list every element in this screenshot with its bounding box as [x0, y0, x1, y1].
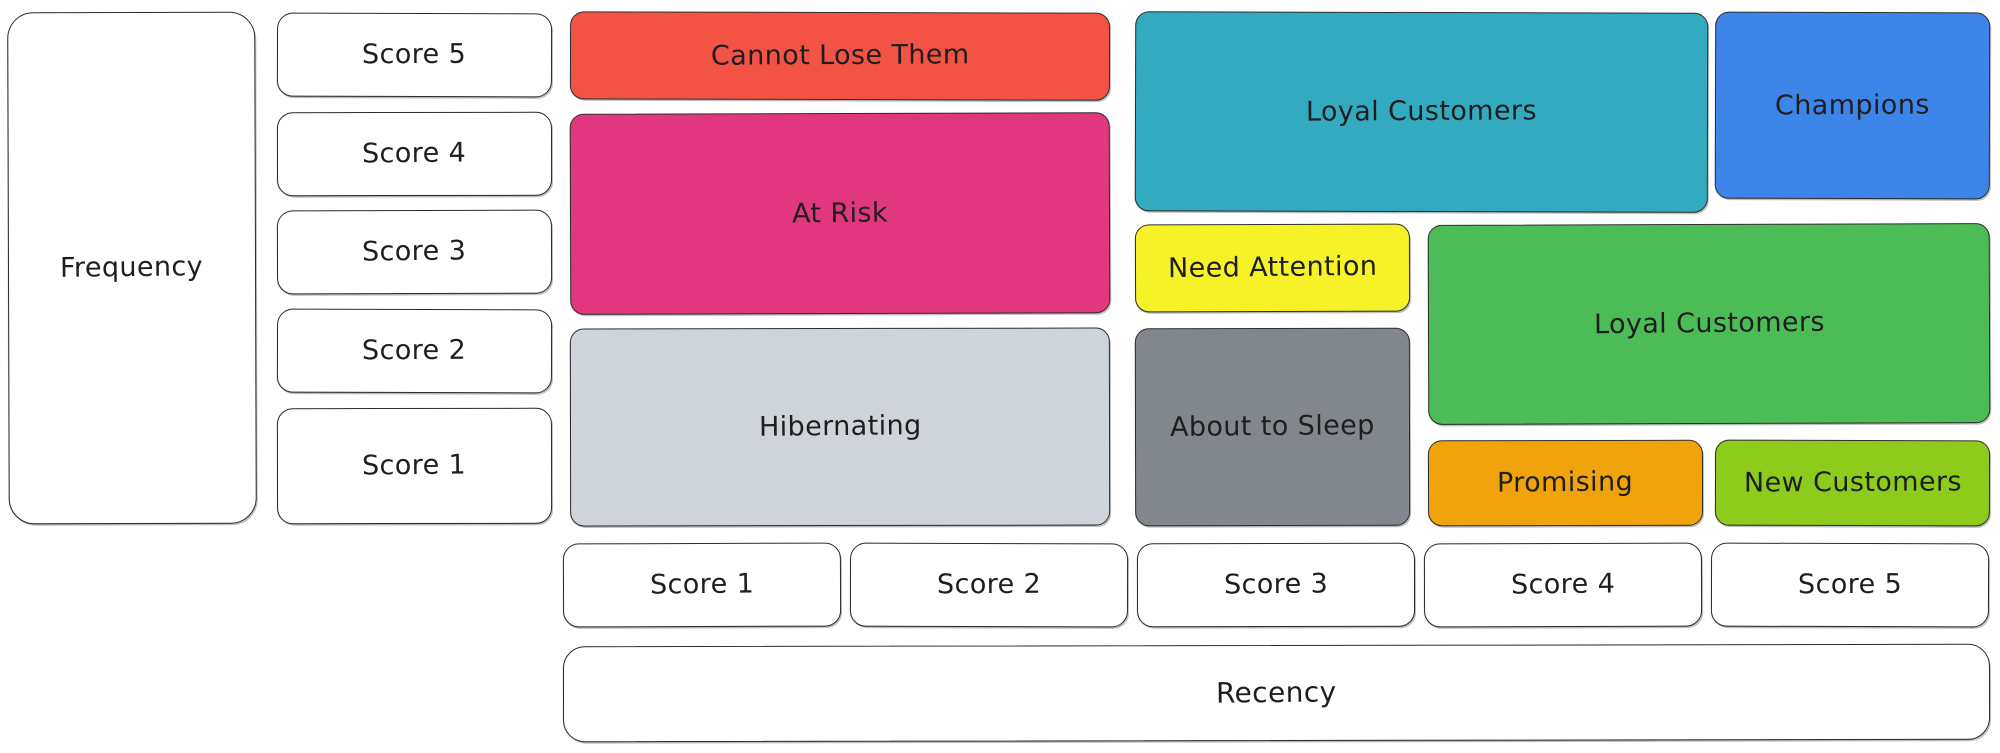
segment-loyal-customers-teal[interactable]: Loyal Customers: [1134, 11, 1709, 213]
segment-loyal-customers-green[interactable]: Loyal Customers: [1427, 223, 1991, 425]
y-score-cell-2: Score 2: [276, 308, 553, 394]
y-score-cell-3: Score 3: [276, 209, 553, 295]
y-score-cell-4: Score 4: [276, 111, 553, 197]
y-score-cell-1: Score 1: [276, 407, 553, 525]
segment-need-attention[interactable]: Need Attention: [1134, 223, 1411, 313]
segment-hibernating[interactable]: Hibernating: [569, 327, 1111, 527]
x-score-cell-5: Score 5: [1710, 542, 1990, 628]
y-axis-frequency-label: Frequency: [7, 11, 257, 525]
segment-about-to-sleep[interactable]: About to Sleep: [1134, 327, 1411, 527]
x-score-cell-4: Score 4: [1423, 542, 1703, 628]
segment-cannot-lose-them[interactable]: Cannot Lose Them: [569, 11, 1111, 101]
segment-new-customers[interactable]: New Customers: [1714, 439, 1991, 527]
x-axis-recency-label: Recency: [562, 643, 1991, 743]
segment-promising[interactable]: Promising: [1427, 439, 1704, 527]
segment-champions[interactable]: Champions: [1714, 11, 1991, 200]
y-score-cell-5: Score 5: [276, 12, 553, 98]
x-score-cell-1: Score 1: [562, 542, 842, 628]
x-score-cell-2: Score 2: [849, 542, 1129, 628]
x-score-cell-3: Score 3: [1136, 542, 1416, 628]
segment-at-risk[interactable]: At Risk: [569, 112, 1111, 315]
